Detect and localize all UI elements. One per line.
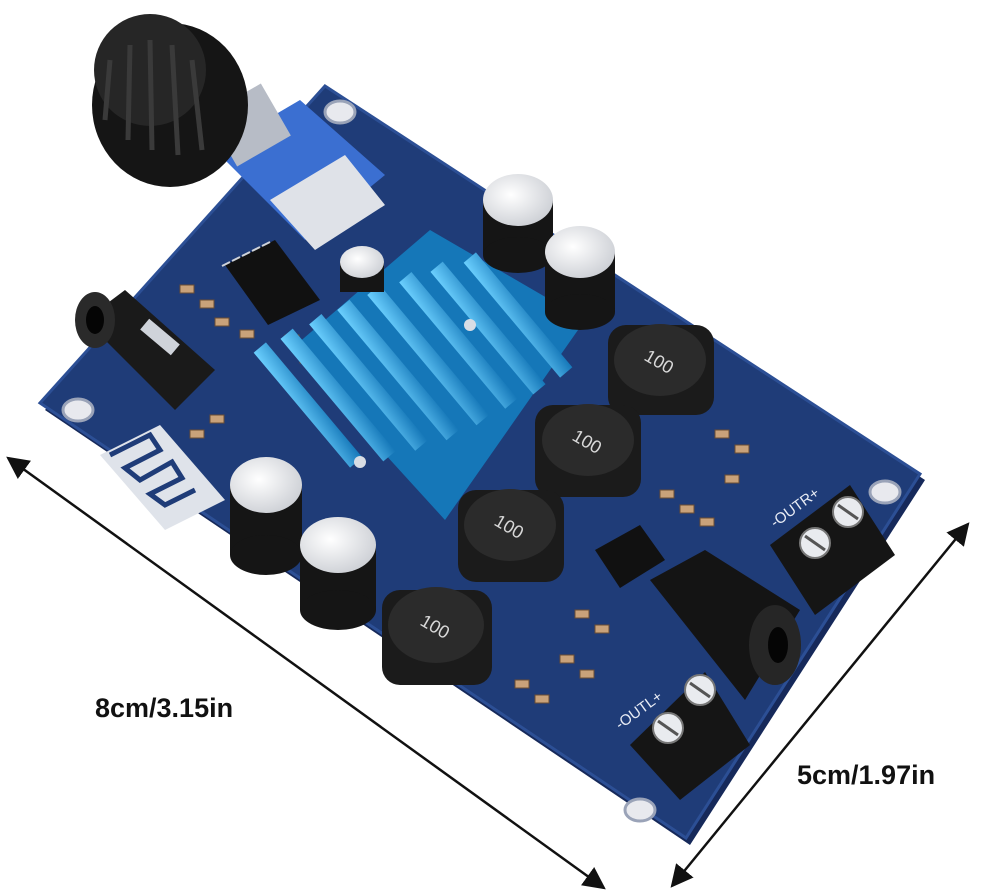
inductor: 100 xyxy=(535,404,641,497)
capacitor xyxy=(483,174,553,273)
width-dimension-label: 5cm/1.97in xyxy=(797,760,936,790)
capacitor xyxy=(300,517,376,630)
inductor: 100 xyxy=(382,587,492,685)
inductor: 100 xyxy=(458,489,564,582)
diode xyxy=(595,525,665,588)
capacitor xyxy=(230,457,302,575)
amplifier-ic xyxy=(221,240,320,325)
small-capacitor xyxy=(340,246,384,292)
length-dimension-label: 8cm/3.15in xyxy=(95,693,234,723)
mounting-holes xyxy=(61,99,902,823)
width-dimension-arrow xyxy=(670,522,970,888)
inductor: 100 xyxy=(608,324,714,415)
audio-jack-icon xyxy=(75,290,215,410)
length-dimension-arrow xyxy=(6,456,606,890)
heatsink xyxy=(253,230,585,520)
volume-knob-icon[interactable] xyxy=(92,14,248,187)
capacitor xyxy=(545,226,615,330)
